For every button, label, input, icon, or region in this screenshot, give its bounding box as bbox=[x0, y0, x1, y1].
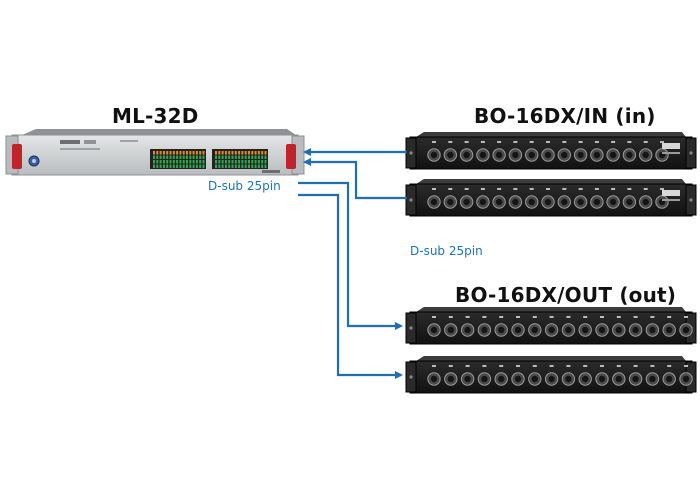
bo-in-unit-1 bbox=[405, 132, 697, 170]
ml32d-title: ML-32D bbox=[112, 104, 199, 128]
bo-out-unit-2 bbox=[405, 356, 697, 394]
cable-bo-out-1 bbox=[298, 181, 403, 330]
bo-in-title: BO-16DX/IN (in) bbox=[474, 104, 656, 128]
bo-in-unit-2 bbox=[405, 179, 697, 217]
ml32d-right-handle bbox=[286, 144, 296, 169]
bo-out-unit-1 bbox=[405, 307, 697, 345]
brand-logo-icon bbox=[662, 190, 680, 196]
dsub-label-right: D-sub 25pin bbox=[410, 244, 483, 258]
ml32d-left-handle bbox=[12, 144, 22, 169]
ml32d-device bbox=[5, 129, 305, 176]
bo-out-title: BO-16DX/OUT (out) bbox=[455, 283, 677, 307]
dsub-label-left: D-sub 25pin bbox=[208, 179, 281, 193]
cables bbox=[298, 148, 407, 379]
cable-bo-in-2 bbox=[303, 158, 407, 200]
brand-logo-icon bbox=[662, 143, 680, 149]
cable-bo-out-2 bbox=[298, 193, 403, 379]
